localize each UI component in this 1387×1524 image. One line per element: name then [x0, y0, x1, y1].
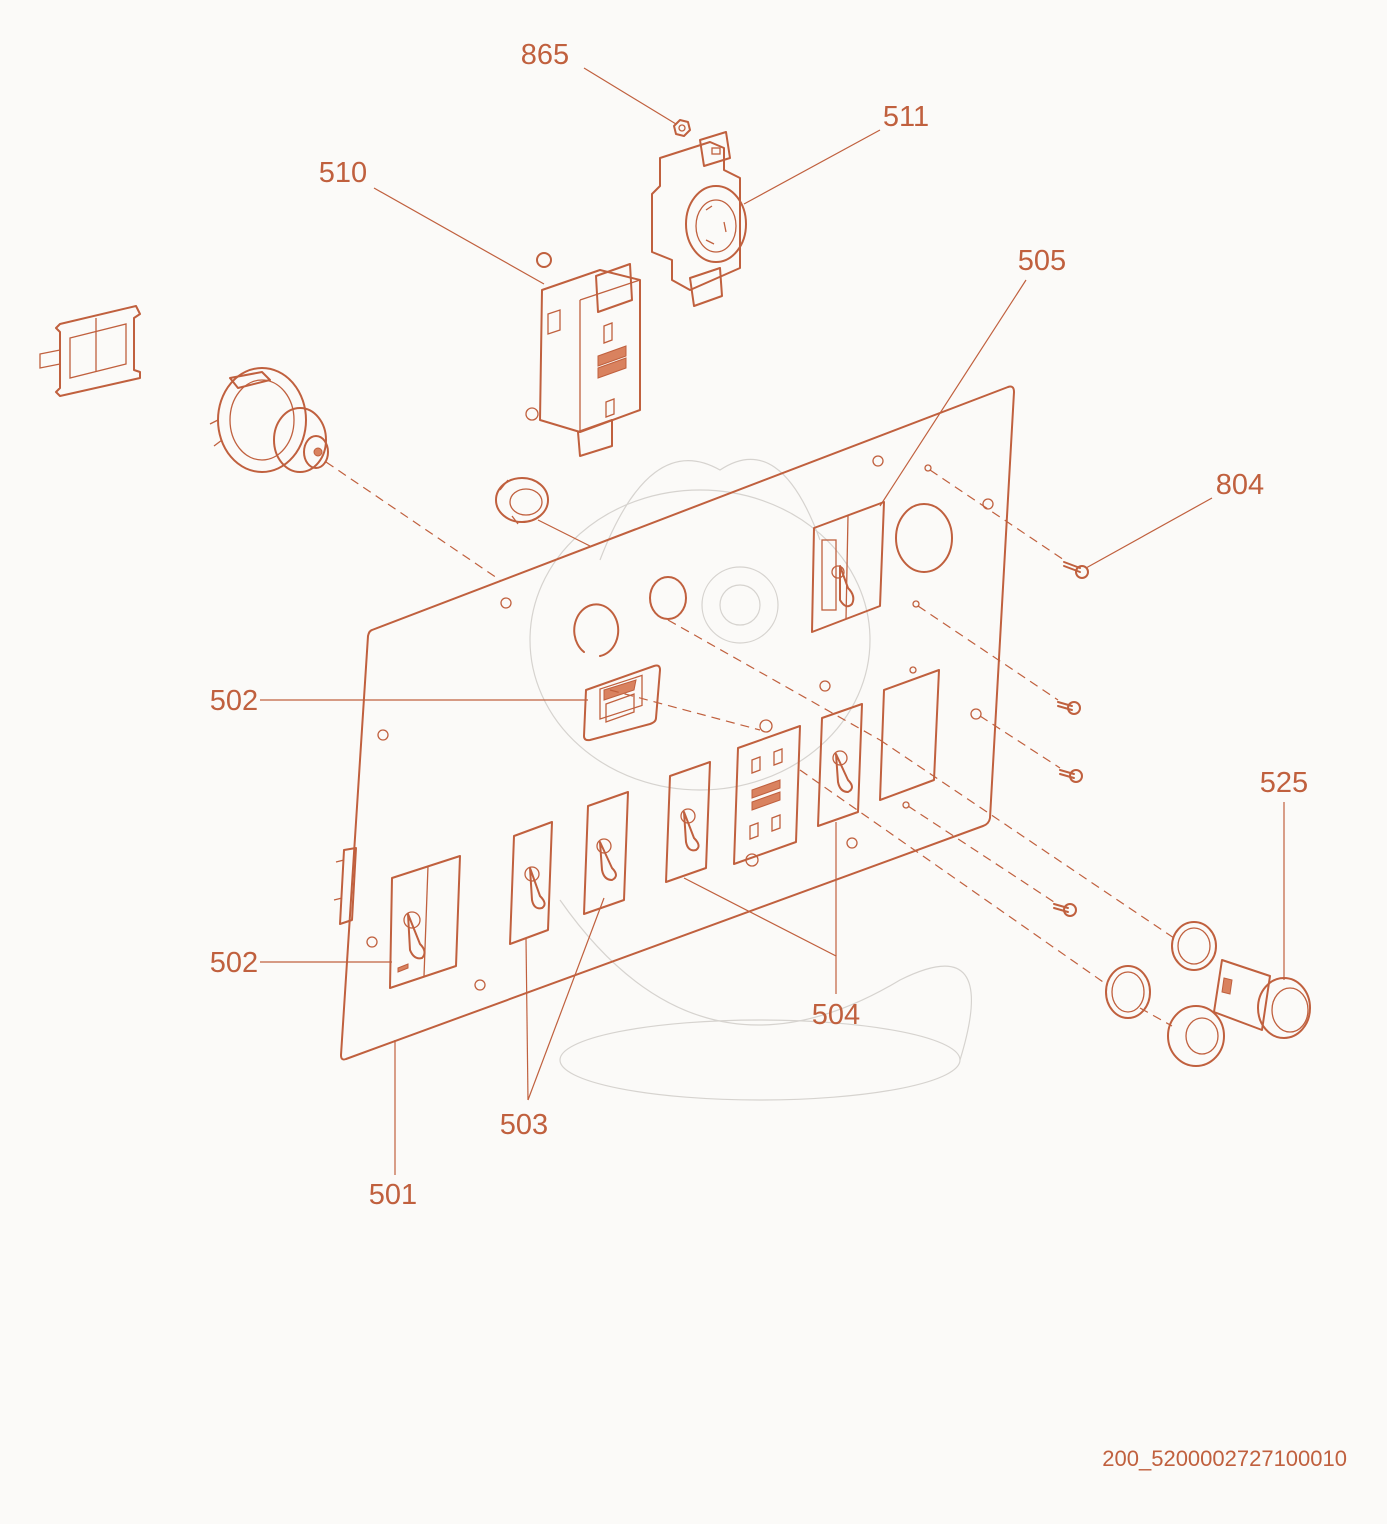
callout-525: 525 [1260, 767, 1308, 799]
hour-meter-502 [583, 664, 661, 742]
callout-502-breaker: 502 [210, 947, 258, 979]
screw-2 [1057, 701, 1081, 715]
screw-804 [1063, 561, 1089, 579]
breaker-504-b [817, 703, 863, 827]
retaining-nut [1167, 1005, 1225, 1067]
gfci-receptacle-510 [525, 252, 641, 457]
callout-504: 504 [812, 999, 860, 1031]
callout-503: 503 [500, 1109, 548, 1141]
breaker-502 [389, 855, 461, 989]
breaker-505 [811, 501, 885, 633]
breaker-503-a [509, 821, 553, 945]
o-ring-lower [1105, 965, 1151, 1019]
breaker-503-b [583, 791, 629, 915]
twist-lock-receptacle-511 [651, 131, 747, 307]
bracket [39, 305, 141, 397]
callout-510: 510 [319, 157, 367, 189]
panel-501 [333, 385, 1015, 1061]
nut-865 [673, 119, 691, 137]
ignition-switch [209, 367, 329, 473]
callout-505: 505 [1018, 245, 1066, 277]
callout-865: 865 [521, 39, 569, 71]
assembly-lines [325, 461, 1175, 1027]
o-ring-upper [1171, 921, 1217, 971]
screw-3 [1059, 769, 1083, 783]
breaker-504-a [665, 761, 711, 883]
screw-4 [1053, 903, 1077, 917]
document-id: 200_5200002727100010 [1102, 1446, 1347, 1471]
callout-501: 501 [369, 1179, 417, 1211]
watermark-figure [529, 458, 972, 1101]
callout-804: 804 [1216, 469, 1264, 501]
indicator-525 [1213, 959, 1311, 1039]
leader-lines [260, 67, 1285, 1175]
grommet [495, 477, 549, 525]
callout-511: 511 [883, 101, 929, 133]
callout-502-meter: 502 [210, 685, 258, 717]
gfci-outlet-panel [733, 719, 801, 867]
